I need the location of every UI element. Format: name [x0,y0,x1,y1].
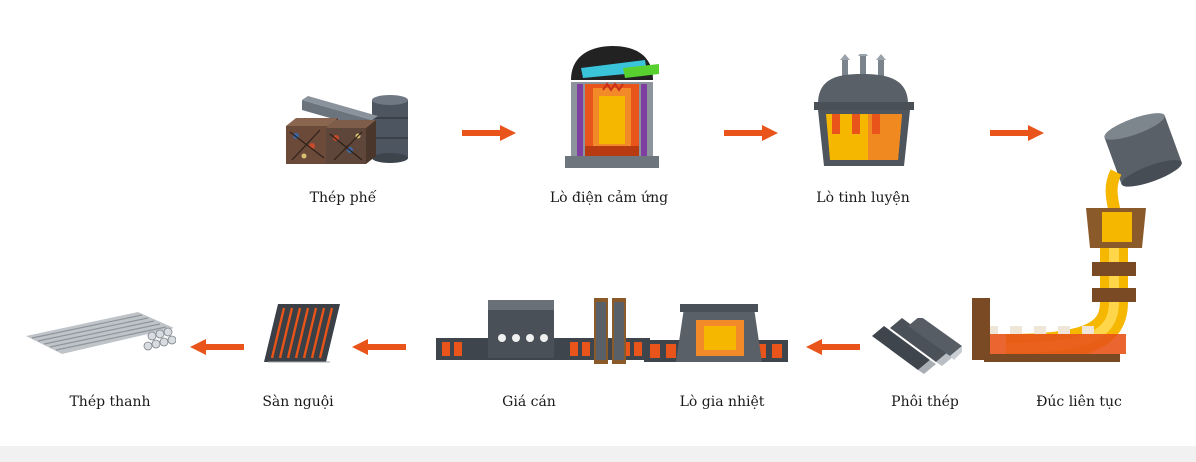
step-label-reheating-furnace: Lò gia nhiệt [679,394,765,410]
step-label-steel-bars: Thép thanh [69,394,151,410]
arrow-left-icon [352,339,406,355]
ladle-refining-furnace-illustration [814,54,914,166]
induction-furnace-illustration [565,46,659,168]
step-label-billets: Phôi thép [891,394,959,410]
steel-billets-illustration [872,318,962,374]
bottom-band [0,446,1196,462]
rolling-stands-illustration [436,298,650,364]
step-label-continuous-casting: Đúc liên tục [1036,394,1122,410]
step-label-cooling-bed: Sàn nguội [262,394,334,410]
step-label-induction-furnace: Lò điện cảm ứng [549,190,669,206]
steel-bars-illustration [26,312,176,354]
continuous-casting-illustration [972,113,1182,362]
reheating-furnace-illustration [644,304,788,362]
arrow-right-icon [990,125,1044,141]
step-label-refining-furnace: Lò tinh luyện [816,190,910,206]
step-label-scrap-steel: Thép phế [309,190,377,206]
step-label-rolling-stands: Giá cán [502,394,556,410]
arrow-left-icon [806,339,860,355]
scrap-steel-illustration [286,95,408,164]
arrow-right-icon [462,125,516,141]
cooling-bed-illustration [264,304,340,363]
arrow-right-icon [724,125,778,141]
arrow-left-icon [190,339,244,355]
